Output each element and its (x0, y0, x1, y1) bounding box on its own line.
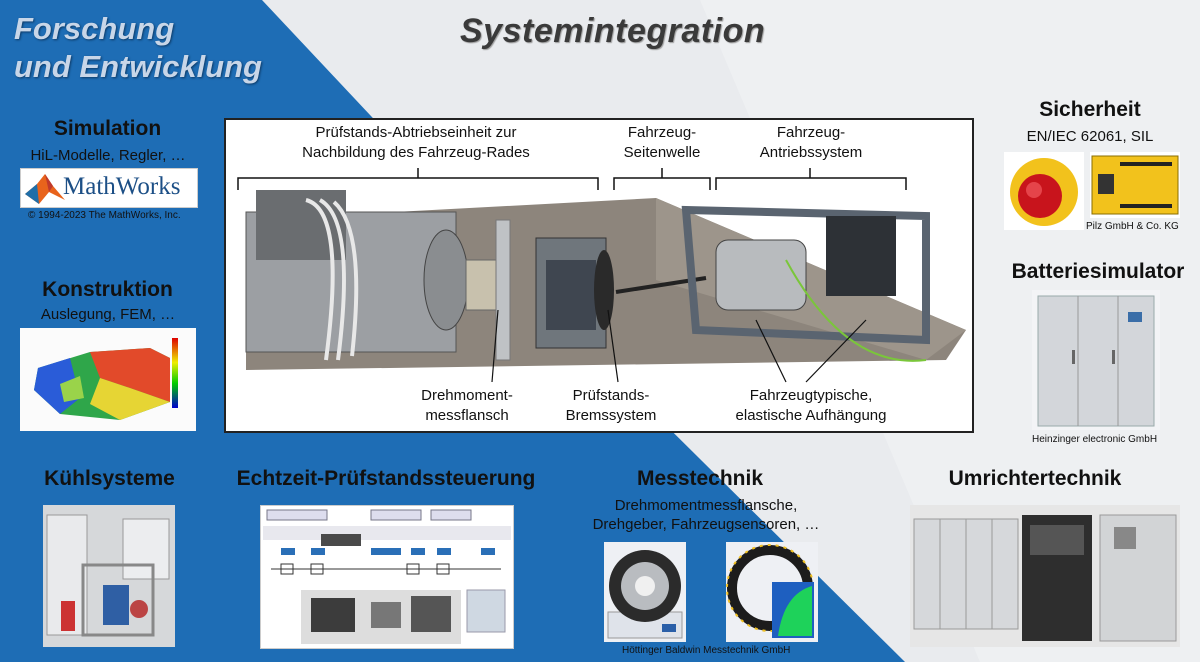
drehgeber-photo (726, 542, 818, 642)
umrichter-photo (910, 505, 1180, 647)
fem-image (20, 328, 196, 431)
corner-title: Forschung und Entwicklung (14, 10, 262, 86)
messtechnik-credit: Höttinger Baldwin Messtechnik GmbH (622, 645, 791, 656)
batteriesimulator-title: Batteriesimulator (1011, 260, 1185, 283)
kuehlsystem-photo (43, 505, 175, 647)
corner-title-line2: und Entwicklung (14, 49, 262, 84)
echtzeit-title: Echtzeit-Prüfstandssteuerung (236, 467, 536, 490)
drehmomentflansch-photo (604, 542, 686, 642)
mathworks-logo: MathWorks (20, 168, 198, 208)
notaus-photo (1004, 152, 1084, 230)
konstruktion-subtitle: Auslegung, FEM, … (40, 306, 176, 323)
messtechnik-subtitle-line1: Drehmomentmessflansche, (614, 497, 798, 514)
umrichtertechnik-title: Umrichtertechnik (948, 467, 1122, 490)
mathworks-logo-text: MathWorks (63, 173, 181, 200)
label-abtriebseinheit: Prüfstands-Abtriebseinheit zur Nachbildu… (286, 123, 546, 163)
corner-title-line1: Forschung (14, 11, 175, 46)
simulation-credit: © 1994-2023 The MathWorks, Inc. (28, 210, 181, 221)
label-aufhaengung: Fahrzeugtypische, elastische Aufhängung (716, 386, 906, 426)
label-aufhaengung-line2: elastische Aufhängung (735, 407, 887, 424)
konstruktion-title: Konstruktion (42, 278, 173, 301)
label-abtriebseinheit-line1: Prüfstands-Abtriebseinheit zur (315, 124, 517, 141)
sicherheit-credit: Pilz GmbH & Co. KG (1086, 221, 1179, 232)
echtzeit-diagram (260, 505, 514, 649)
messtechnik-subtitle: Drehmomentmessflansche, Drehgeber, Fahrz… (586, 496, 826, 534)
label-seitenwelle-line2: Seitenwelle (623, 144, 701, 161)
label-seitenwelle-line1: Fahrzeug- (627, 124, 697, 141)
sicherheit-title: Sicherheit (1039, 98, 1141, 121)
simulation-title: Simulation (53, 117, 162, 140)
label-antriebssystem-line1: Fahrzeug- (776, 124, 846, 141)
pilz-controller-photo (1090, 152, 1180, 218)
label-bremssystem: Prüfstands- Bremssystem (556, 386, 666, 426)
label-abtriebseinheit-line2: Nachbildung des Fahrzeug-Rades (302, 144, 530, 161)
messtechnik-title: Messtechnik (636, 467, 764, 490)
testbench-panel: Prüfstands-Abtriebseinheit zur Nachbildu… (224, 118, 974, 433)
label-bremssystem-line2: Bremssystem (565, 407, 657, 424)
label-aufhaengung-line1: Fahrzeugtypische, (749, 387, 873, 404)
label-antriebssystem-line2: Antriebssystem (759, 144, 863, 161)
simulation-subtitle: HiL-Modelle, Regler, … (30, 147, 186, 164)
page-title: Systemintegration (460, 12, 766, 50)
label-antriebssystem: Fahrzeug- Antriebssystem (736, 123, 886, 163)
messtechnik-subtitle-line2: Drehgeber, Fahrzeugsensoren, … (592, 516, 820, 533)
membrane-icon (25, 174, 65, 204)
batteriesimulator-photo (1032, 290, 1160, 430)
label-drehmoment-line2: messflansch (425, 407, 509, 424)
label-drehmomentmessflansch: Drehmoment- messflansch (412, 386, 522, 426)
sicherheit-subtitle: EN/IEC 62061, SIL (1026, 128, 1154, 145)
label-seitenwelle: Fahrzeug- Seitenwelle (602, 123, 722, 163)
label-bremssystem-line1: Prüfstands- (572, 387, 650, 404)
label-drehmoment-line1: Drehmoment- (421, 387, 513, 404)
testbench-photo (237, 168, 966, 383)
kuehlsysteme-title: Kühlsysteme (44, 467, 175, 490)
batteriesimulator-credit: Heinzinger electronic GmbH (1032, 434, 1158, 445)
